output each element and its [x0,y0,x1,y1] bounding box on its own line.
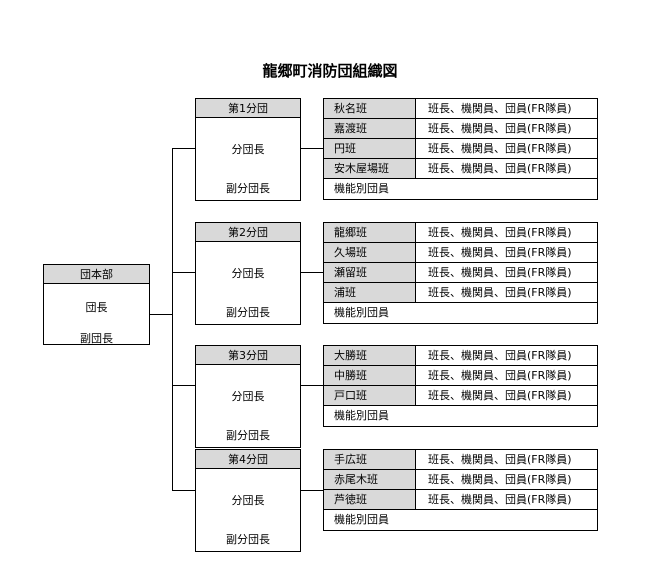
unit-members: 班長、機関員、団員(FR隊員) [428,286,572,299]
functional-row: 機能別団員 [324,179,597,199]
unit-row: 久場班 班長、機関員、団員(FR隊員) [324,243,597,263]
unit-name: 安木屋場班 [324,159,416,178]
unit-members: 班長、機関員、団員(FR隊員) [428,142,572,155]
unit-row: 赤尾木班 班長、機関員、団員(FR隊員) [324,470,597,490]
hq-box: 団本部 団長 副団長 [43,264,150,345]
unit-members: 班長、機関員、団員(FR隊員) [428,349,572,362]
unit-members: 班長、機関員、団員(FR隊員) [428,246,572,259]
unit-row: 瀬留班 班長、機関員、団員(FR隊員) [324,263,597,283]
unit-connector-3 [301,385,323,386]
unit-row: 安木屋場班 班長、機関員、団員(FR隊員) [324,159,597,179]
branch-line-1 [172,148,195,149]
division-role-vice-leader: 副分団長 [226,306,270,319]
functional-row: 機能別団員 [324,510,597,530]
unit-name: 中勝班 [324,366,416,385]
unit-name: 久場班 [324,243,416,262]
hq-header: 団本部 [44,265,149,284]
division-box-4: 第4分団 分団長 副分団長 [195,449,301,552]
unit-members: 班長、機関員、団員(FR隊員) [428,453,572,466]
unit-members: 班長、機関員、団員(FR隊員) [428,226,572,239]
unit-connector-4 [301,490,323,491]
division-role-leader: 分団長 [231,267,265,280]
unit-table-3: 大勝班 班長、機関員、団員(FR隊員) 中勝班 班長、機関員、団員(FR隊員) … [323,345,598,427]
unit-name: 芦徳班 [324,490,416,509]
functional-members: 機能別団員 [334,409,389,422]
unit-name: 秋名班 [324,99,416,118]
unit-row: 龍郷班 班長、機関員、団員(FR隊員) [324,223,597,243]
functional-members: 機能別団員 [334,306,389,319]
unit-name: 瀬留班 [324,263,416,282]
unit-row: 浦班 班長、機関員、団員(FR隊員) [324,283,597,303]
functional-row: 機能別団員 [324,303,597,323]
unit-name: 手広班 [324,450,416,469]
unit-members: 班長、機関員、団員(FR隊員) [428,266,572,279]
division-box-3: 第3分団 分団長 副分団長 [195,345,301,448]
branch-line-2 [172,272,195,273]
division-role-leader: 分団長 [231,143,265,156]
unit-table-1: 秋名班 班長、機関員、団員(FR隊員) 嘉渡班 班長、機関員、団員(FR隊員) … [323,98,598,200]
division-box-1: 第1分団 分団長 副分団長 [195,98,301,201]
hq-role-chief: 団長 [85,301,108,314]
unit-members: 班長、機関員、団員(FR隊員) [428,369,572,382]
division-role-leader: 分団長 [231,494,265,507]
unit-name: 嘉渡班 [324,119,416,138]
unit-members: 班長、機関員、団員(FR隊員) [428,162,572,175]
unit-members: 班長、機関員、団員(FR隊員) [428,122,572,135]
unit-name: 龍郷班 [324,223,416,242]
functional-row: 機能別団員 [324,406,597,426]
unit-table-4: 手広班 班長、機関員、団員(FR隊員) 赤尾木班 班長、機関員、団員(FR隊員)… [323,449,598,531]
unit-members: 班長、機関員、団員(FR隊員) [428,493,572,506]
division-role-vice-leader: 副分団長 [226,182,270,195]
division-role-vice-leader: 副分団長 [226,429,270,442]
hq-connector [150,314,173,315]
unit-name: 円班 [324,139,416,158]
unit-row: 手広班 班長、機関員、団員(FR隊員) [324,450,597,470]
unit-name: 赤尾木班 [324,470,416,489]
unit-name: 浦班 [324,283,416,302]
division-header: 第4分団 [196,450,300,469]
unit-name: 戸口班 [324,386,416,405]
division-header: 第1分団 [196,99,300,118]
trunk-line [172,148,173,491]
unit-table-2: 龍郷班 班長、機関員、団員(FR隊員) 久場班 班長、機関員、団員(FR隊員) … [323,222,598,324]
division-header: 第3分団 [196,346,300,365]
chart-title: 龍郷町消防団組織図 [262,62,398,80]
unit-members: 班長、機関員、団員(FR隊員) [428,102,572,115]
unit-row: 嘉渡班 班長、機関員、団員(FR隊員) [324,119,597,139]
hq-role-vice-chief: 副団長 [80,332,113,345]
functional-members: 機能別団員 [334,182,389,195]
functional-members: 機能別団員 [334,513,389,526]
unit-row: 芦徳班 班長、機関員、団員(FR隊員) [324,490,597,510]
division-header: 第2分団 [196,223,300,242]
branch-line-4 [172,490,195,491]
unit-members: 班長、機関員、団員(FR隊員) [428,389,572,402]
unit-name: 大勝班 [324,346,416,365]
unit-row: 中勝班 班長、機関員、団員(FR隊員) [324,366,597,386]
division-box-2: 第2分団 分団長 副分団長 [195,222,301,325]
branch-line-3 [172,385,195,386]
unit-row: 戸口班 班長、機関員、団員(FR隊員) [324,386,597,406]
unit-row: 大勝班 班長、機関員、団員(FR隊員) [324,346,597,366]
unit-connector-1 [301,148,323,149]
unit-connector-2 [301,272,323,273]
unit-members: 班長、機関員、団員(FR隊員) [428,473,572,486]
unit-row: 秋名班 班長、機関員、団員(FR隊員) [324,99,597,119]
division-role-vice-leader: 副分団長 [226,533,270,546]
unit-row: 円班 班長、機関員、団員(FR隊員) [324,139,597,159]
division-role-leader: 分団長 [231,390,265,403]
